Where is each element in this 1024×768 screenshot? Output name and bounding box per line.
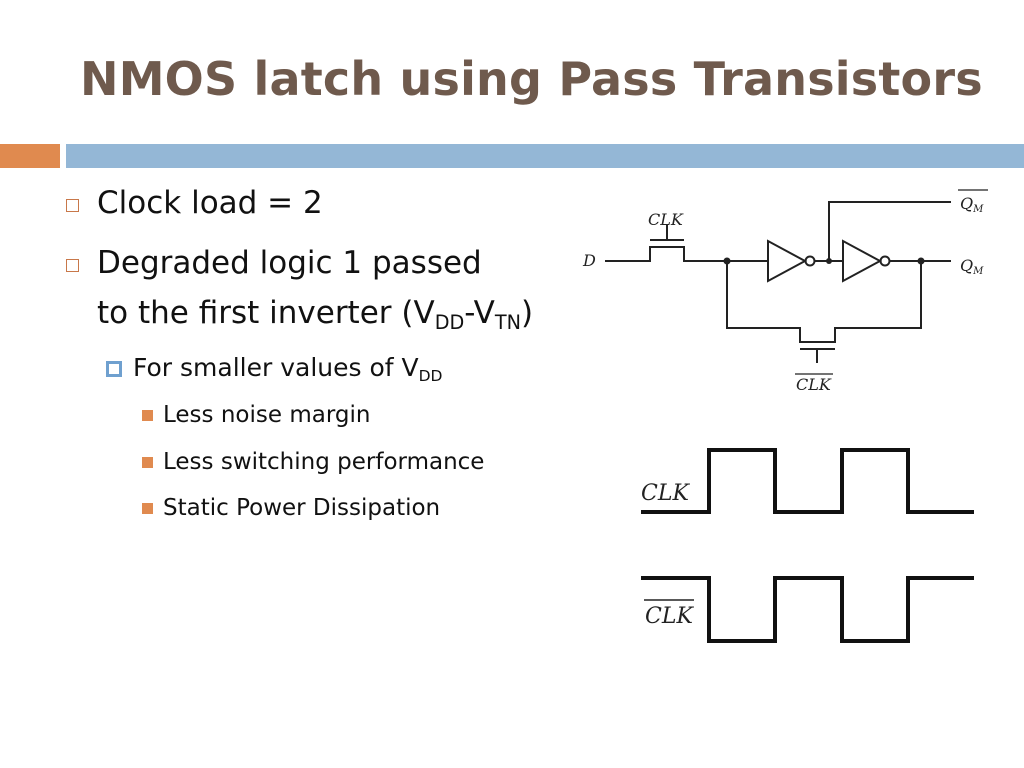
inverter-1 <box>767 239 808 283</box>
orange-square-bullet-icon <box>142 410 153 421</box>
junction-dot <box>723 257 731 265</box>
orange-square-bullet-icon <box>142 503 153 514</box>
clk-gate-label: CLK <box>648 210 684 229</box>
hollow-square-bullet-icon <box>66 259 79 272</box>
accent-bar-blue <box>66 144 1024 168</box>
clk-waveform-label: CLK <box>641 481 690 506</box>
qmbar-output-label: QM <box>960 194 984 215</box>
junction-dots <box>723 257 925 265</box>
qm-output-label: QM <box>960 256 984 277</box>
d-input-label: D <box>582 251 596 270</box>
bullet-degraded-logic: Degraded logic 1 passed <box>97 245 482 281</box>
junction-dot <box>917 257 925 265</box>
pass-transistor-channel <box>649 246 685 262</box>
bullet-static-power: Static Power Dissipation <box>163 495 441 521</box>
bullet-degraded-logic-line2: to the first inverter (VDD-VTN) <box>97 295 534 335</box>
latch-circuit <box>605 201 951 363</box>
filled-square-bullet-icon <box>106 361 122 377</box>
inverter-2 <box>842 239 883 283</box>
junction-dot <box>826 258 832 264</box>
orange-square-bullet-icon <box>142 457 153 468</box>
slide-title: NMOS latch using Pass Transistors <box>80 52 983 106</box>
hollow-square-bullet-icon <box>66 199 79 212</box>
clkbar-waveform-label: CLK <box>645 604 694 629</box>
feedback-transistor-channel <box>799 327 836 343</box>
waveforms <box>641 448 974 643</box>
clkbar-waveform <box>641 576 974 643</box>
bullet-clock-load: Clock load = 2 <box>97 185 323 221</box>
bullet-smaller-vdd: For smaller values of VDD <box>133 353 443 385</box>
bullet-noise-margin: Less noise margin <box>163 402 371 428</box>
accent-bar-orange <box>0 144 60 168</box>
bullet-switching: Less switching performance <box>163 449 485 475</box>
clk-waveform <box>641 448 974 514</box>
clkbar-gate-label: CLK <box>796 375 832 394</box>
